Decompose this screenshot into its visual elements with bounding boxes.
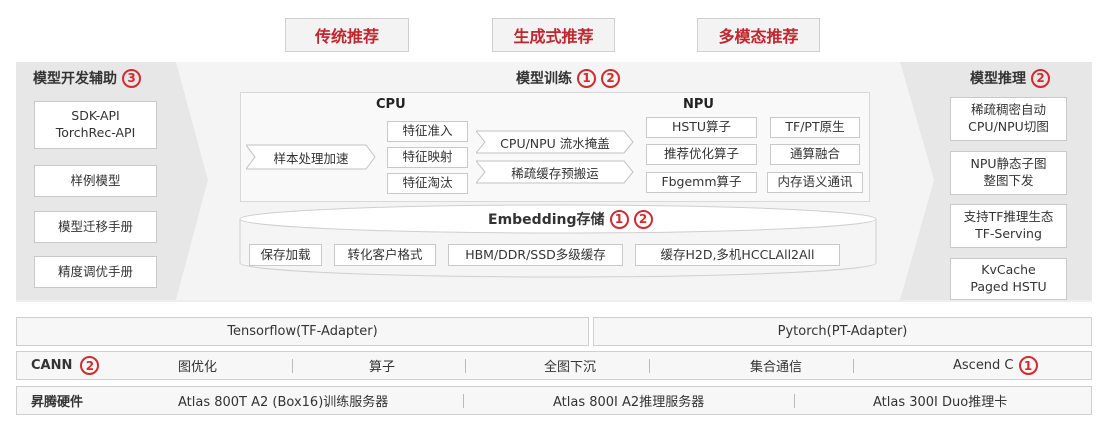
cache-prefetch-chevron: 稀疏缓存预搬运 (476, 160, 634, 184)
atlas-800t-a2: Atlas 800T A2 (Box16)训练服务器 (178, 395, 389, 410)
cache-h2d-hccl: 缓存H2D,多机HCCLAll2All (635, 244, 840, 266)
feature-mapping: 特征映射 (387, 147, 468, 168)
fbgemm-operator: Fbgemm算子 (646, 172, 757, 193)
memory-semantic-comm: 内存语义通讯 (767, 172, 863, 193)
pipeline-masking-label: CPU/NPU 流水掩盖 (500, 135, 610, 151)
npu-static-subgraph: NPU静态子图 整图下发 (950, 151, 1067, 195)
tf-pt-native: TF/PT原生 (770, 117, 860, 138)
feature-admission: 特征准入 (387, 121, 468, 142)
dev-aid-title: 模型开发辅助 3 (33, 68, 141, 88)
hw-sep-1 (463, 393, 464, 408)
hardware-label: 昇腾硬件 (31, 395, 84, 410)
cann-row: CANN 2 图优化 算子 全图下沉 集合通信 Ascend C 1 (16, 351, 1092, 380)
ascend-c-group: Ascend C 1 (953, 356, 1038, 375)
sample-accel-label: 样本处理加速 (273, 150, 349, 166)
tf-adapter: Tensorflow(TF-Adapter) (16, 317, 589, 346)
adapter-row: Tensorflow(TF-Adapter) Pytorch(PT-Adapte… (16, 317, 1092, 346)
badge-1: 1 (577, 68, 596, 88)
badge-2c: 2 (1031, 68, 1050, 88)
cann-sep-2 (465, 358, 466, 373)
inference-title: 模型推理 2 (970, 68, 1050, 88)
dev-sample-models: 样例模型 (34, 165, 157, 197)
badge-1b: 1 (609, 209, 629, 229)
training-title: 模型训练 1 2 (516, 68, 620, 88)
cann-sep-3 (649, 358, 650, 373)
rec-traditional: 传统推荐 (285, 18, 409, 52)
badge-1d: 1 (1018, 356, 1038, 375)
cann-sep-1 (292, 358, 293, 373)
sample-accel-chevron: 样本处理加速 (246, 144, 376, 170)
hw-sep-2 (794, 393, 795, 408)
badge-2b: 2 (633, 209, 653, 229)
training-title-text: 模型训练 (516, 71, 572, 87)
cann-label: CANN (31, 358, 73, 373)
comm-compute-fusion: 通算融合 (770, 144, 860, 165)
dev-sdk-api: SDK-API TorchRec-API (34, 101, 157, 149)
multilevel-cache: HBM/DDR/SSD多级缓存 (448, 244, 623, 266)
cann-label-group: CANN 2 (31, 356, 100, 375)
badge-2d: 2 (80, 356, 100, 375)
rec-multimodal: 多模态推荐 (697, 18, 820, 52)
badge-3: 3 (122, 68, 141, 88)
rec-opt-operator: 推荐优化算子 (646, 144, 757, 165)
save-load: 保存加载 (249, 244, 322, 266)
embedding-title-text: Embedding存储 (488, 212, 605, 228)
feature-eviction: 特征淘汰 (387, 173, 468, 194)
cache-prefetch-label: 稀疏缓存预搬运 (511, 165, 599, 181)
convert-customer-format: 转化客户格式 (334, 244, 436, 266)
atlas-800i-a2: Atlas 800I A2推理服务器 (553, 395, 705, 410)
sparse-dense-split: 稀疏稠密自动 CPU/NPU切图 (950, 97, 1067, 141)
cann-graph-opt: 图优化 (178, 360, 218, 375)
hstu-operator: HSTU算子 (646, 117, 757, 138)
embedding-title: Embedding存储 1 2 (488, 209, 653, 229)
rec-generative: 生成式推荐 (492, 18, 615, 52)
cann-sep-4 (853, 358, 854, 373)
npu-title: NPU (683, 97, 714, 112)
kvcache-paged-hstu: KvCache Paged HSTU (950, 258, 1067, 300)
cann-graph-sink: 全图下沉 (544, 360, 597, 375)
tf-serving-support: 支持TF推理生态 TF-Serving (950, 204, 1067, 248)
cpu-title: CPU (376, 97, 406, 112)
dev-precision-manual: 精度调优手册 (34, 256, 157, 288)
badge-2: 2 (601, 68, 620, 88)
cann-operator: 算子 (369, 360, 396, 375)
hardware-row: 昇腾硬件 Atlas 800T A2 (Box16)训练服务器 Atlas 80… (16, 386, 1092, 415)
atlas-300i-duo: Atlas 300I Duo推理卡 (873, 395, 1008, 410)
cann-collective-comm: 集合通信 (750, 360, 803, 375)
pt-adapter: Pytorch(PT-Adapter) (593, 317, 1092, 346)
dev-migration-manual: 模型迁移手册 (34, 211, 157, 243)
inference-title-text: 模型推理 (970, 71, 1026, 87)
pipeline-masking-chevron: CPU/NPU 流水掩盖 (476, 130, 634, 154)
dev-aid-title-text: 模型开发辅助 (33, 71, 117, 87)
cann-ascend-c: Ascend C (953, 358, 1014, 373)
